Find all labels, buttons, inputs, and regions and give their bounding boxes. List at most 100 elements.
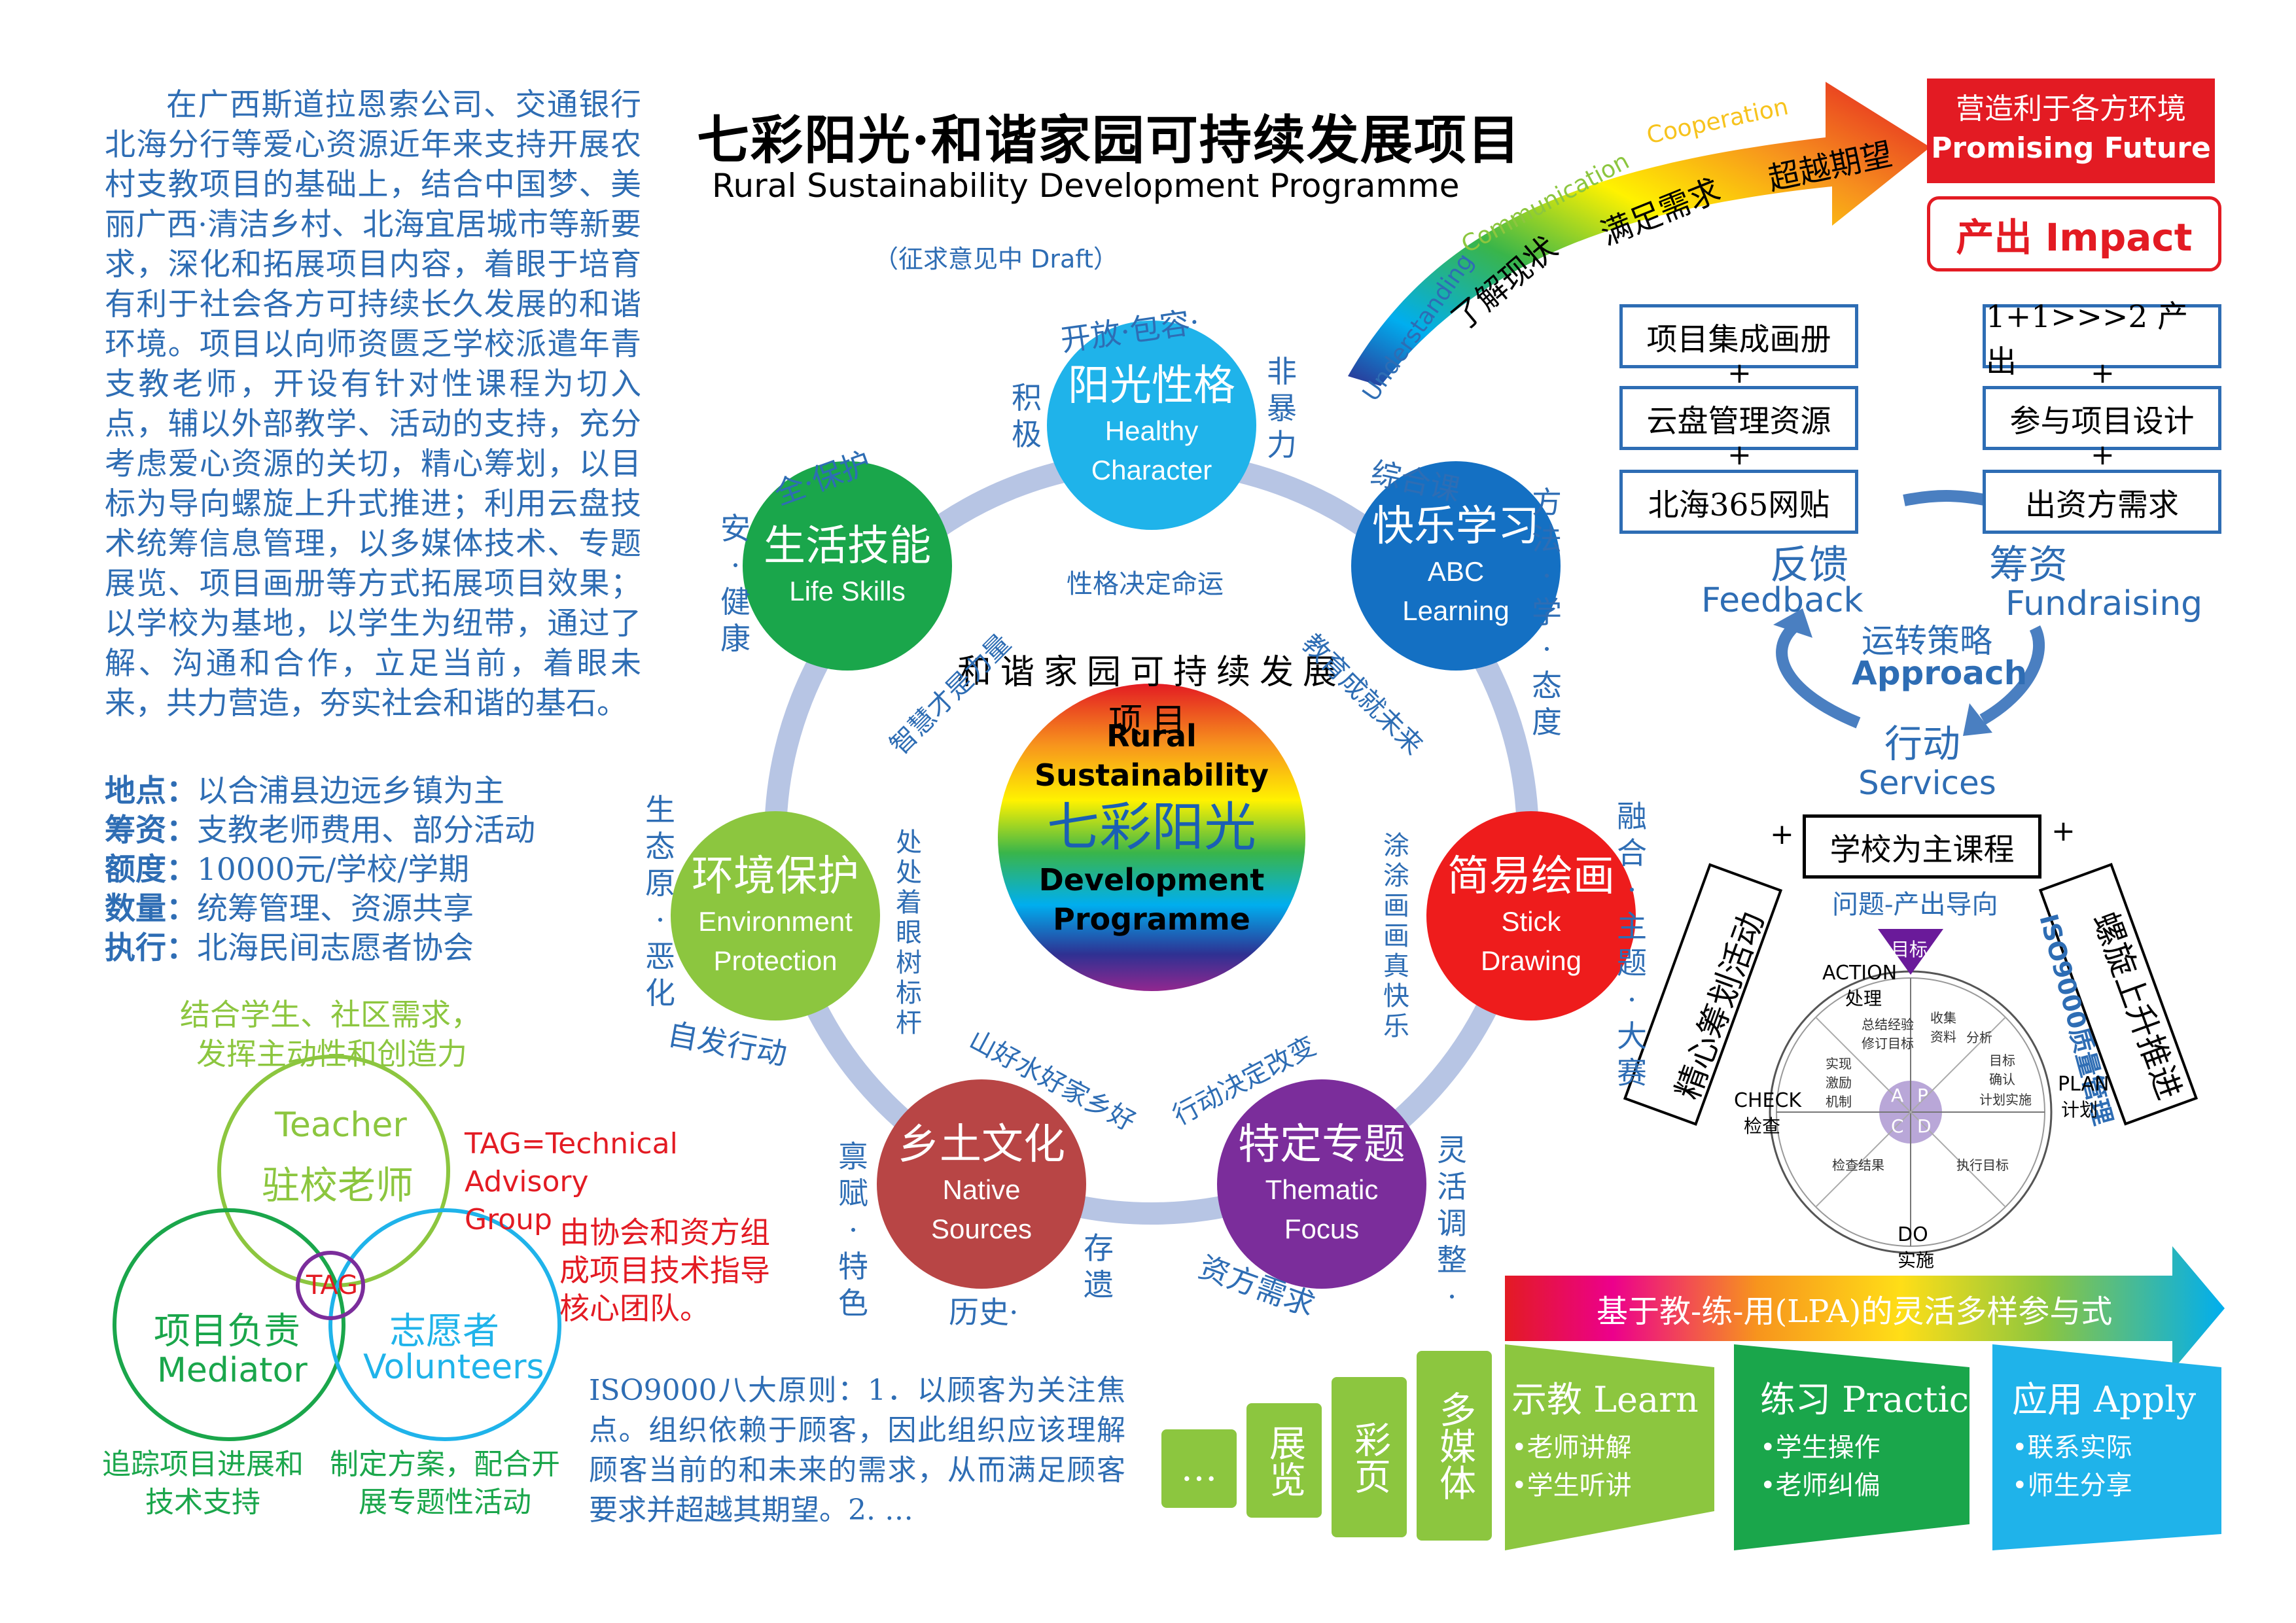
facts-list: 地点：以合浦县边远乡镇为主 筹资：支教老师费用、部分活动 额度：10000元/学…	[105, 772, 535, 968]
venn-tag-circle	[296, 1251, 365, 1320]
label-stick-right: 融合·主题·大赛	[1617, 799, 1647, 1091]
feedback-cn: 反馈	[1770, 542, 1848, 588]
venn-tag: TAG	[306, 1270, 358, 1300]
feedback-box-1: 项目集成画册	[1619, 304, 1858, 368]
label-abc-right: 方法·学·态度	[1532, 485, 1562, 740]
circle-thematic-focus: 特定专题 Thematic Focus	[1217, 1079, 1426, 1289]
circle-healthy-character: 阳光性格 Healthy Character	[1047, 321, 1256, 530]
lpa-col-exhibition: 展览	[1246, 1403, 1322, 1518]
lpa-apply: 应用 Apply •联系实际 •师生分享	[2012, 1379, 2197, 1501]
page-title: 七彩阳光·和谐家园可持续发展项目	[697, 109, 1521, 171]
label-healthy-right: 非暴力	[1267, 354, 1297, 462]
do-cn-label: 实施	[1898, 1249, 1935, 1271]
label-stick-inner: 涂涂画画真快乐	[1383, 831, 1409, 1041]
promising-future-banner: 营造利于各方环境 Promising Future	[1927, 79, 2215, 183]
circle-abc-learning: 快乐学习 ABC Learning	[1351, 461, 1561, 671]
venn-mediator-circle	[113, 1208, 345, 1441]
page-subtitle: Rural Sustainability Development Program…	[712, 167, 1460, 205]
label-life-left: 安·健康	[720, 511, 751, 656]
plus-sign: +	[2051, 814, 2075, 848]
check-cn-label: 检查	[1744, 1115, 1781, 1137]
fact-amount: 额度：10000元/学校/学期	[105, 852, 470, 888]
problem-output-label: 问题-产出导向	[1832, 890, 1998, 920]
plus-sign: +	[1727, 438, 1752, 472]
pdca-seg-6: 执行目标	[1956, 1157, 2009, 1173]
pdca-seg-1: 总结经验修订目标	[1862, 1017, 1914, 1051]
goal-label: 目标	[1891, 939, 1928, 960]
lpa-practice: 练习 Practice •学生操作 •老师纠偏	[1760, 1379, 1990, 1501]
circle-stick-drawing: 简易绘画 Stick Drawing	[1426, 811, 1636, 1021]
fundraising-cn: 筹资	[1989, 542, 2068, 588]
venn-mediator-cn: 项目负责	[154, 1310, 300, 1353]
tag-description: 由协会和资方组成项目技术指导核心团队。	[559, 1215, 770, 1326]
pdca-p: P	[1917, 1085, 1928, 1106]
feedback-box-3: 北海365网贴	[1619, 470, 1858, 534]
circle-environment-protection: 环境保护 Environment Protection	[671, 811, 880, 1021]
fundraising-box-1: 1+1>>>2 产出	[1983, 299, 2221, 380]
pdca-seg-8: 实现激励机制	[1826, 1056, 1852, 1109]
label-native-right: 存遗	[1084, 1230, 1114, 1302]
lpa-col-multimedia: 多媒体	[1417, 1351, 1492, 1541]
school-course-box: 学校为主课程	[1803, 814, 2041, 879]
label-env-inner: 处处着眼树标杆	[896, 828, 922, 1038]
venn-volunteer-en: Volunteers	[363, 1348, 544, 1387]
pdca-a: A	[1891, 1085, 1904, 1106]
fact-funding: 筹资：支教老师费用、部分活动	[105, 812, 535, 848]
label-thematic-right: 灵活调整·	[1437, 1132, 1467, 1314]
approach-en: Approach	[1852, 654, 2028, 692]
plus-sign: +	[1770, 818, 1794, 851]
fact-quantity: 数量：统筹管理、资源共享	[105, 891, 474, 927]
do-label: DO	[1898, 1223, 1928, 1246]
fundraising-en: Fundraising	[2005, 584, 2203, 623]
circle-life-skills: 生活技能 Life Skills	[743, 461, 952, 671]
venn-mediator-en: Mediator	[157, 1351, 308, 1390]
venn-left-caption: 追踪项目进展和技术支持	[102, 1448, 304, 1519]
pdca-seg-3: 分析	[1966, 1030, 1992, 1045]
tag-definition: TAG=Technical Advisory Group	[465, 1127, 678, 1236]
label-healthy-left: 积极	[1012, 380, 1042, 452]
fact-location: 地点：以合浦县边远乡镇为主	[105, 773, 504, 809]
label-healthy-inner: 性格决定命运	[1067, 569, 1224, 599]
action-cn-label: 处理	[1845, 988, 1882, 1009]
iso-principles-text: ISO9000八大原则：1．以顾客为关注焦点。组织依赖于顾客，因此组织应该理解顾…	[589, 1374, 1125, 1527]
lpa-col-etc: …	[1161, 1429, 1237, 1508]
center-rainbow-circle	[998, 684, 1305, 991]
feedback-box-2: 云盘管理资源	[1619, 386, 1858, 450]
lpa-header: 基于教-练-用(LPA)的灵活多样参与式	[1597, 1293, 2113, 1330]
circle-native-sources: 乡土文化 Native Sources	[877, 1079, 1086, 1289]
plus-sign: +	[2091, 438, 2115, 472]
plan-cn-label: 计划	[2061, 1099, 2098, 1121]
fundraising-box-3: 出资方需求	[1983, 470, 2221, 534]
draft-note: （征求意见中 Draft）	[874, 245, 1118, 273]
fact-executor: 执行：北海民间志愿者协会	[105, 930, 474, 966]
venn-teacher-cn: 驻校老师	[262, 1163, 414, 1208]
label-native-bottom: 历史·	[949, 1295, 1019, 1330]
feedback-en: Feedback	[1701, 581, 1863, 620]
lpa-col-brochure: 彩页	[1332, 1377, 1407, 1537]
services-cn: 行动	[1884, 722, 1961, 766]
venn-right-caption: 制定方案，配合开展专题性活动	[330, 1448, 560, 1519]
plan-label: PLAN	[2058, 1073, 2110, 1096]
fundraising-box-2: 参与项目设计	[1983, 386, 2221, 450]
center-text: Rural Sustainability 七彩阳光 Development Pr…	[1034, 718, 1269, 937]
pdca-seg-2: 收集资料	[1930, 1010, 1956, 1045]
venn-teacher-circle	[217, 1055, 450, 1287]
intro-paragraph: 在广西斯道拉恩索公司、交通银行北海分行等爱心资源近年来支持开展农村支教项目的基础…	[105, 87, 641, 722]
pdca-seg-7: 检查结果	[1832, 1157, 1884, 1173]
plus-sign: +	[2091, 357, 2115, 390]
lpa-learn: 示教 Learn •老师讲解 •学生听讲	[1511, 1379, 1699, 1501]
green-slogan-2: 发挥主动性和创造力	[196, 1036, 467, 1072]
impact-box: 产出 Impact	[1927, 196, 2221, 271]
action-label: ACTION	[1822, 962, 1898, 985]
lpa-arrow	[1505, 1246, 2225, 1370]
pdca-seg-4: 目标确认	[1989, 1053, 2015, 1087]
venn-volunteer-circle	[328, 1208, 561, 1441]
approach-cn: 运转策略	[1862, 622, 1992, 660]
plus-sign: +	[1727, 357, 1752, 390]
venn-volunteer-cn: 志愿者	[389, 1310, 499, 1353]
pdca-d: D	[1917, 1115, 1932, 1137]
label-native-left: 禀赋·特色	[838, 1139, 868, 1321]
services-en: Services	[1858, 764, 1996, 802]
venn-teacher-en: Teacher	[275, 1106, 407, 1145]
